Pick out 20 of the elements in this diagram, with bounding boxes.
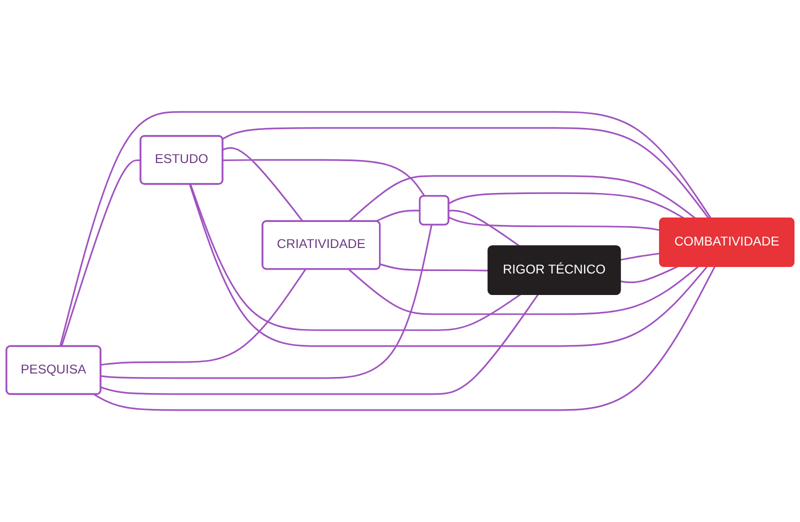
connector <box>189 184 708 347</box>
connector <box>380 263 489 272</box>
connector <box>348 175 696 222</box>
connector <box>222 147 304 222</box>
connector <box>448 216 660 232</box>
connector <box>222 127 710 220</box>
connector <box>620 252 660 261</box>
connector <box>100 268 306 366</box>
connector <box>60 159 141 347</box>
connector <box>100 294 539 395</box>
connector <box>100 224 432 379</box>
connector <box>375 210 420 222</box>
connector <box>59 111 712 347</box>
connector <box>190 184 521 331</box>
connector <box>448 210 521 248</box>
connector <box>448 192 686 220</box>
connector <box>94 266 716 411</box>
connector <box>348 266 699 315</box>
connector <box>620 266 678 284</box>
connector <box>222 159 426 197</box>
